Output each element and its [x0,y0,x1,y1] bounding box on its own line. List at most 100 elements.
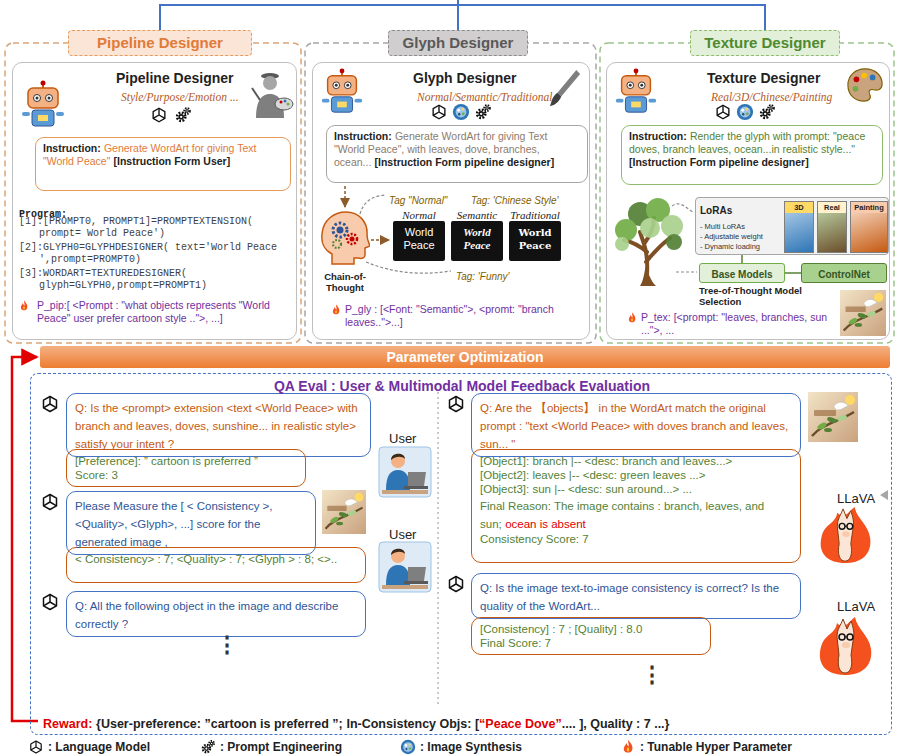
legend-icon [28,739,44,755]
node-text: [Instruction Form pipeline designer] [629,156,809,168]
legend-item: : Image Synthesis [400,739,522,755]
panel-title: Texture Designer [707,70,820,86]
panel-title: QA Eval : User & Multimodal Model Feedba… [274,378,650,394]
question-bubble: Q: All the following object in the image… [66,591,366,637]
connector [785,272,801,274]
question-bubble: Q: Is the image text-to-image consistenc… [471,573,801,619]
ellipsis: ⋮ [216,632,238,657]
tag-label: Tag: 'Chinese Style' [471,195,558,206]
glyph-sample: SemanticWorld Peace [451,221,503,261]
legend-item: : Prompt Engineering [200,739,342,755]
designer-tab: Pipeline Designer [68,30,252,56]
tag-label: Tag: 'Funny' [456,271,509,282]
legend-text: : Image Synthesis [420,740,522,754]
node-text: Parameter Optimization [40,346,890,368]
node-text: Instruction: [43,142,101,154]
lora-tile: 3D [784,201,814,253]
lora-box: LoRAs - Multi LoRAs- Adjustable weight- D… [695,197,889,255]
node-text: 3D [785,202,813,213]
node-text: [Consistency] : 7 ; [Quality] : 8.0 [480,622,702,636]
node-text: [Instruction Form User] [114,155,231,167]
program-line: [2]:GLYPH0=GLYPHDESIGNER( text='World Pe… [19,242,291,266]
sample-heading: Semantic [457,209,497,221]
node-text: [Preference]: ” cartoon is preferred ” [75,454,297,468]
node-text: < Consistency> : 7; <Quality> : 7; <Glyp… [75,552,357,566]
reward-text: {User-preference: ”cartoon is preferred … [96,717,343,731]
evaluation-panel: QA Eval : User & Multimodal Model Feedba… [30,373,892,735]
instruction-box: Instruction:Render the glyph with prompt… [621,125,883,185]
legend-text: : Language Model [48,740,150,754]
optimization-bar: Parameter Optimization [40,346,890,368]
node-text: Please Measure the [ < Consistency >, <Q… [75,500,273,548]
actor-label: LLaVA [837,599,875,614]
tunable-parameter: P_tex: [<prompt: "leaves, branches, sun … [641,311,833,337]
node-text: Real [818,202,846,213]
actor-label: User [389,431,416,446]
node-text: Q: Is the image text-to-image consistenc… [480,582,779,612]
node-text: [Object1]: branch |-- <desc: branch and … [480,454,792,468]
designer-panel: Texture DesignerReal/3D/Chinese/Painting… [606,62,890,340]
sample-heading: Traditional [510,209,560,221]
question-bubble: Q: Are the 【objects】 in the WordArt matc… [471,393,801,457]
node-text: Score: 3 [75,468,297,482]
legend-icon [400,739,416,755]
lora-tile: Painting [850,201,888,253]
answer-bubble: [Object1]: branch |-- <desc: branch and … [471,449,801,563]
reward-text: In-Consistency Objs: [ [346,717,479,731]
tunable-parameter: P_gly : [<Font: "Semantic">, <promt: "br… [345,303,585,329]
actor-label: User [389,527,416,542]
lora-tile: Real [817,201,847,253]
style-tags: Real/3D/Chinese/Painting [711,91,832,103]
node-text: Glyph Designer [403,31,514,54]
actor-label: LLaVA [837,491,875,506]
instruction-box: Instruction:Generate WordArt for giving … [326,125,588,183]
legend-text: : Prompt Engineering [220,740,342,754]
node-text: ControlNet [818,266,870,284]
designer-panel: Glyph DesignerNormal/Semantic/Traditiona… [312,62,590,340]
legend-item: : Language Model [28,739,150,755]
method-label: Tree-of-Thought Model Selection [699,285,839,307]
ellipsis: ⋮ [641,662,663,687]
node-text: [Object3]: sun |-- <desc: sun around...>… [480,482,792,496]
panel-title: Pipeline Designer [116,70,233,86]
panel-title: Glyph Designer [413,70,516,86]
style-tags: Style/Purpose/Emotion ... [121,91,239,103]
legend-item: : Tunable Hyper Parameter [620,739,792,755]
question-bubble: Q: Is the <prompt> extension <text <Worl… [66,393,371,457]
style-tags: Normal/Semantic/Traditional [417,91,552,103]
designer-tab: Glyph Designer [388,30,528,56]
model-box: ControlNet [801,263,887,283]
glyph-text: World Peace [393,226,445,252]
method-label: Chain-of-Thought [313,271,377,293]
connector [741,255,743,263]
tunable-parameter: P_pip:[ <Prompt : "what objects represen… [37,299,295,325]
node-text: Instruction: [629,130,687,142]
node-text: Q: Is the <prompt> extension <text <Worl… [75,402,358,450]
instruction-box: Instruction:Generate WordArt for giving … [35,137,291,191]
glyph-sample: TraditionalWorld Peace [509,221,561,261]
node-text: Instruction: [334,130,392,142]
box-title: LoRAs [700,205,732,216]
node-text: Final Score: 7 [480,636,702,650]
answer-bubble: < Consistency> : 7; <Quality> : 7; <Glyp… [66,547,366,583]
answer-bubble: [Consistency] : 7 ; [Quality] : 8.0Final… [471,617,711,655]
answer-bubble: [Preference]: ” cartoon is preferred ”Sc… [66,449,306,487]
glyph-sample: NormalWorld Peace [393,221,445,261]
feature-item: - Dynamic loading [700,242,760,251]
model-box: Base Models [699,263,785,283]
program-line: [3]:WORDART=TEXTUREDESIGNER( glyph=GLYPH… [19,268,291,292]
node-text: [Object2]: leaves |-- <desc: green leave… [480,468,792,482]
node-text: Q: All the following object in the image… [75,600,338,630]
node-text: Painting [851,202,887,213]
node-text: ocean is absent [505,518,586,530]
sample-heading: Normal [402,209,436,221]
designer-tab: Texture Designer [690,30,840,56]
node-text: Base Models [711,266,772,284]
feature-item: - Multi LoRAs [700,222,745,231]
legend-icon [620,739,636,755]
reward-text: “Peace Dove” [479,717,562,731]
feature-item: - Adjustable weight [700,232,763,241]
glyph-text: World Peace [509,226,561,252]
node-text: Texture Designer [704,31,825,54]
legend-icon [200,739,216,755]
